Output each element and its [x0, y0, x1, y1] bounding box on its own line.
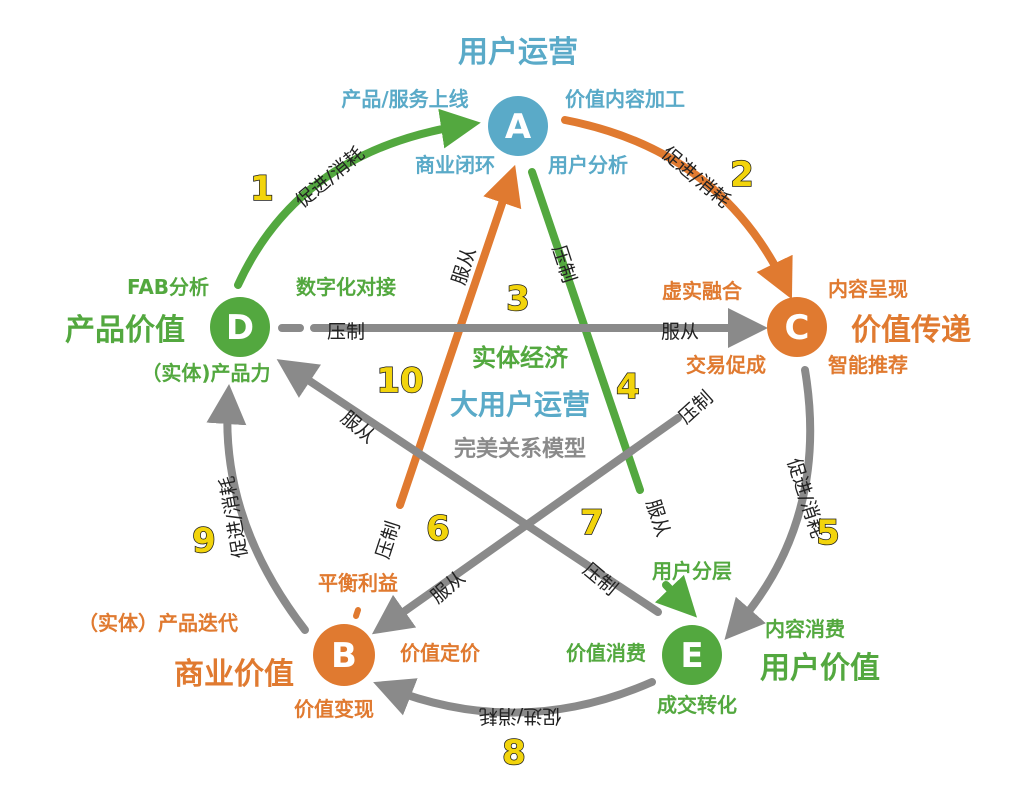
node-e-letter: E — [680, 636, 703, 676]
node-a-label-right: 价值内容加工 — [565, 87, 685, 111]
relation-d-c-label-a: 压制 — [327, 321, 365, 343]
line-7-e-to-d — [276, 359, 662, 616]
node-e-label-top: 用户分层 — [652, 559, 732, 583]
relation-5-number: 5 — [816, 513, 840, 553]
node-c-label-top: 内容呈现 — [828, 277, 908, 301]
node-d-letter: D — [226, 308, 254, 348]
node-a: A — [488, 96, 548, 156]
node-e-label-left: 价值消费 — [566, 641, 646, 665]
arc-1-d-to-a — [234, 108, 481, 289]
relation-4-label-b: 服从 — [641, 497, 674, 540]
node-b-letter: B — [331, 636, 357, 676]
node-a-label-bottom-left: 商业闭环 — [415, 153, 495, 177]
node-a-letter: A — [505, 107, 532, 147]
relation-8-label: 促进/消耗 — [479, 705, 561, 727]
node-e-title: 用户价值 — [760, 651, 880, 686]
relation-4-label-a: 压制 — [547, 243, 580, 286]
relation-9-number: 9 — [192, 521, 216, 561]
relation-7-label-a: 服从 — [336, 407, 379, 448]
node-a-title: 用户运营 — [458, 35, 578, 70]
node-d-label-right: 数字化对接 — [296, 275, 396, 299]
node-d-title: 产品价值 — [65, 313, 185, 348]
node-e: E — [662, 625, 722, 685]
node-b-title: 商业价值 — [174, 657, 294, 692]
relation-1-label: 促进/消耗 — [292, 142, 369, 212]
relation-7-number: 7 — [580, 503, 604, 543]
relation-8-number: 8 — [502, 733, 526, 773]
relation-2-number: 2 — [730, 155, 754, 195]
relation-3-number: 3 — [506, 279, 530, 319]
node-d: D — [210, 297, 270, 357]
arc-8-e-to-b — [373, 678, 656, 717]
node-c-label-left-top: 虚实融合 — [662, 279, 743, 303]
relation-3-label-b: 压制 — [372, 519, 405, 562]
node-b-label-bottom: 价值变现 — [294, 697, 374, 721]
node-e-label-bottom: 成交转化 — [657, 693, 737, 717]
node-c-label-bottom: 智能推荐 — [828, 353, 908, 377]
node-b-label-right: 价值定价 — [400, 641, 481, 665]
center-line-3: 完美关系模型 — [454, 436, 586, 462]
node-c-label-left-bottom: 交易促成 — [686, 353, 766, 377]
line-6-c-to-b — [371, 414, 682, 635]
node-d-label-bottom: （实体)产品力 — [141, 361, 270, 385]
node-b: B — [313, 624, 375, 686]
node-c-letter: C — [785, 308, 810, 348]
line-4-a-to-e-seg2 — [654, 574, 698, 618]
node-d-label-top: FAB分析 — [127, 275, 209, 299]
arc-2-a-to-c — [561, 116, 793, 300]
node-c-title: 价值传递 — [851, 313, 971, 348]
center-line-2: 大用户运营 — [450, 388, 590, 421]
relation-4-number: 4 — [616, 367, 640, 407]
node-e-label-top-right: 内容消费 — [765, 617, 845, 641]
relation-10-number: 10 — [376, 361, 423, 401]
node-a-label-left: 产品/服务上线 — [341, 87, 468, 111]
center-line-1: 实体经济 — [472, 344, 569, 372]
relation-2-label: 促进/消耗 — [657, 142, 734, 212]
relation-1-number: 1 — [250, 169, 274, 209]
arc-9-b-to-d — [206, 384, 309, 634]
node-b-label-top: （实体）产品迭代 — [78, 611, 238, 635]
arc-5-c-to-e — [724, 366, 815, 641]
balance-dash — [353, 607, 361, 619]
relation-d-c-label-b: 服从 — [661, 321, 699, 343]
relation-6-number: 6 — [426, 509, 450, 549]
relation-6-label-a: 压制 — [674, 387, 717, 429]
node-a-label-bottom-right: 用户分析 — [548, 153, 628, 177]
node-b-label-upper: 平衡利益 — [318, 571, 398, 595]
node-c: C — [767, 297, 827, 357]
